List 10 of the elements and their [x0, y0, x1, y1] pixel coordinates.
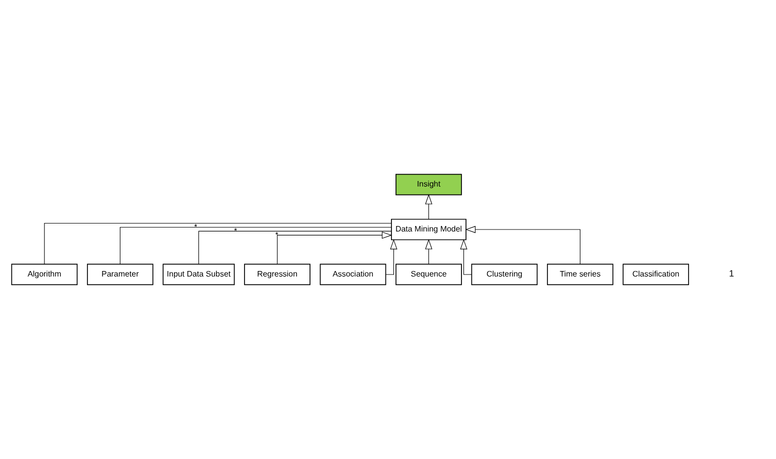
arrow	[276, 232, 392, 264]
arrow	[425, 239, 432, 264]
connector	[198, 230, 392, 264]
arrow	[386, 239, 398, 275]
connector	[120, 226, 392, 264]
arrow	[425, 194, 432, 220]
arrow	[465, 226, 580, 264]
connector	[44, 222, 392, 264]
arrow	[460, 239, 472, 275]
label: 1	[729, 268, 734, 279]
